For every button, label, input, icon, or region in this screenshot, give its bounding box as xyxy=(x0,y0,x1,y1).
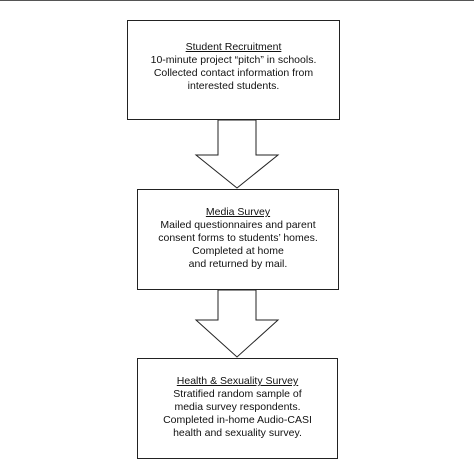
box-text-line: interested students. xyxy=(187,80,280,92)
media-survey-box: Media Survey Mailed questionnaires and p… xyxy=(137,189,339,290)
box-text-line: and returned by mail. xyxy=(188,258,288,270)
box-text-line: consent forms to students’ homes. xyxy=(158,232,318,244)
box-text-line: 10-minute project “pitch” in schools. xyxy=(150,54,317,66)
student-recruitment-box: Student Recruitment 10-minute project “p… xyxy=(127,20,340,120)
box-title: Health & Sexuality Survey xyxy=(176,375,299,387)
box-text-line: Completed at home xyxy=(192,245,284,257)
box-text-line: Completed in-home Audio-CASI xyxy=(163,414,312,426)
box-text-line: Stratified random sample of xyxy=(173,388,302,400)
top-border-line xyxy=(0,0,474,1)
box-text-line: Mailed questionnaires and parent xyxy=(160,219,316,231)
down-arrow-2 xyxy=(194,289,280,358)
down-arrow-1 xyxy=(194,119,280,189)
box-text-line: Collected contact information from xyxy=(153,67,314,79)
box-text-line: health and sexuality survey. xyxy=(173,427,302,439)
box-text-line: media survey respondents. xyxy=(174,401,301,413)
health-sexuality-survey-box: Health & Sexuality Survey Stratified ran… xyxy=(137,358,338,459)
box-title: Media Survey xyxy=(205,206,271,218)
box-title: Student Recruitment xyxy=(185,41,282,53)
